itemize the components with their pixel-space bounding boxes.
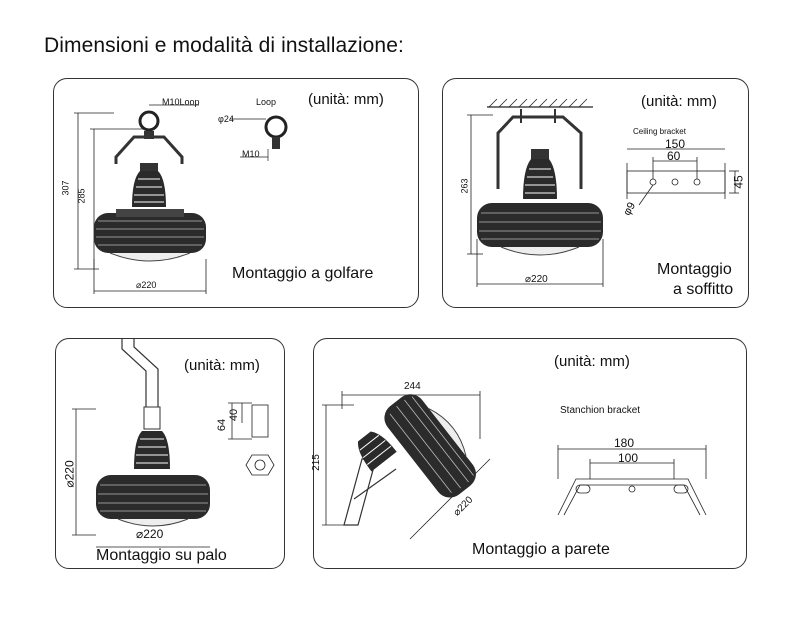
- panel-wall-mounting: (unità: mm) Montaggio a parete: [310, 338, 747, 569]
- dim-150: 150: [665, 137, 686, 151]
- dim-diameter: ⌀220: [136, 527, 164, 541]
- stanchion-bracket-label: Stanchion bracket: [560, 405, 641, 416]
- ceiling-drawing: [467, 98, 739, 287]
- dim-body-height: 285: [76, 188, 87, 204]
- unit-label: (unità: mm): [184, 357, 260, 374]
- ceiling-bracket-label: Ceiling bracket: [633, 127, 686, 136]
- label-loop: Loop: [256, 97, 277, 107]
- dim-60: 60: [667, 149, 681, 163]
- page-title: Dimensioni e modalità di installazione:: [44, 34, 404, 57]
- dim-total-height: 307: [60, 180, 71, 196]
- dim-100: 100: [618, 451, 639, 465]
- unit-label: (unità: mm): [308, 91, 384, 108]
- caption-eye-bolt: Montaggio a golfare: [232, 265, 374, 282]
- unit-label: (unità: mm): [641, 93, 717, 110]
- dim-diameter: ⌀220: [136, 280, 157, 290]
- label-m10: M10: [242, 149, 260, 159]
- caption-ceiling-line1: Montaggio: [657, 261, 732, 278]
- dim-40: 40: [228, 408, 241, 422]
- dim-180: 180: [614, 436, 635, 450]
- panel-ceiling-mounting: (unità: mm) Montaggio a soffitto: [442, 78, 749, 308]
- dim-width: 244: [404, 381, 421, 392]
- dim-diameter: ⌀220: [525, 274, 548, 285]
- dim-height: ⌀220: [62, 460, 77, 488]
- eye-bolt-drawing: [74, 104, 288, 294]
- caption-ceiling-line2: a soffitto: [673, 281, 734, 298]
- panel-eye-bolt-mounting: (unità: mm) Montaggio a golfare: [53, 78, 419, 308]
- dim-height: 215: [310, 454, 322, 471]
- dim-height: 263: [459, 178, 470, 194]
- caption-wall: Montaggio a parete: [472, 541, 610, 558]
- pole-drawing: [72, 339, 275, 548]
- dim-64: 64: [216, 418, 229, 432]
- label-m10loop: M10Loop: [162, 97, 200, 107]
- unit-label: (unità: mm): [554, 353, 630, 370]
- label-phi24: φ24: [218, 114, 234, 124]
- wall-drawing: [322, 391, 707, 540]
- dim-45: 45: [731, 175, 746, 189]
- caption-pole: Montaggio su palo: [96, 547, 227, 564]
- panel-pole-mounting: (unità: mm) Montaggio su palo: [55, 338, 285, 569]
